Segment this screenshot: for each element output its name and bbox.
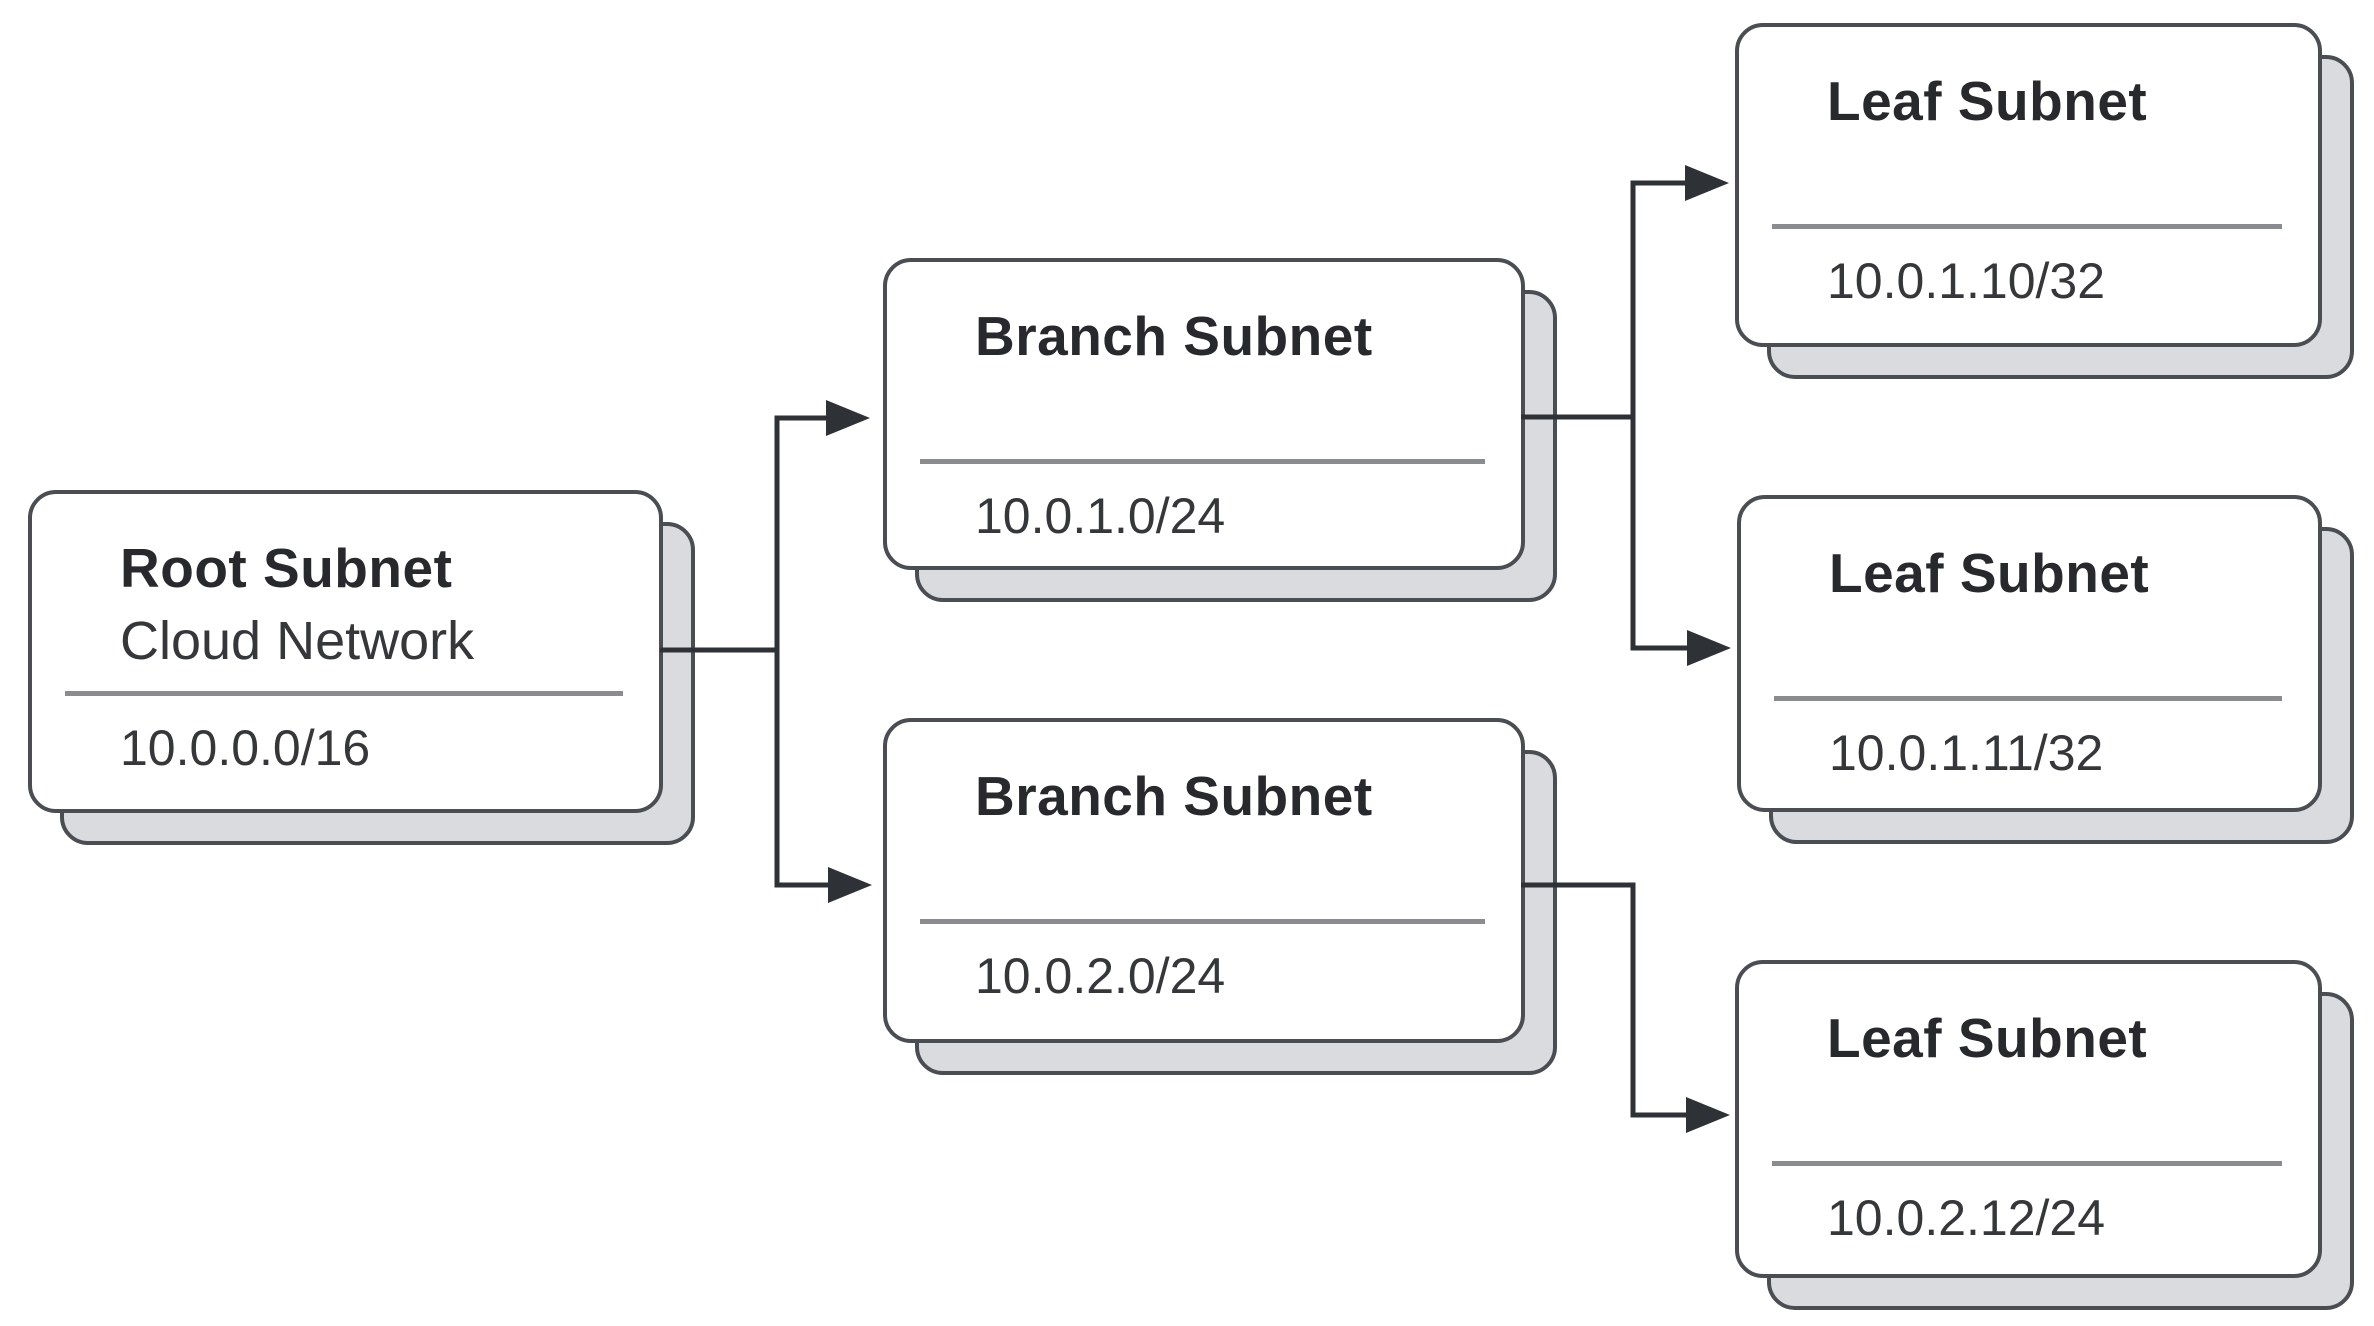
divider xyxy=(1772,224,2282,229)
divider xyxy=(920,919,1485,924)
divider xyxy=(1772,1161,2282,1166)
node-cidr: 10.0.1.11/32 xyxy=(1829,725,2104,781)
node-title: Leaf Subnet xyxy=(1827,70,2148,132)
subnet-card: Leaf Subnet 10.0.1.10/32 xyxy=(1735,23,2322,347)
subnet-card: Branch Subnet 10.0.2.0/24 xyxy=(883,718,1525,1043)
subnet-card: Leaf Subnet 10.0.2.12/24 xyxy=(1735,960,2322,1278)
node-root-subnet: Root Subnet Cloud Network 10.0.0.0/16 xyxy=(28,490,695,845)
node-title: Branch Subnet xyxy=(975,305,1373,367)
node-branch-subnet-1: Branch Subnet 10.0.1.0/24 xyxy=(883,258,1557,602)
divider xyxy=(65,691,623,696)
node-leaf-subnet-1: Leaf Subnet 10.0.1.10/32 xyxy=(1735,23,2354,379)
arrowhead-to-leaf2-icon xyxy=(1687,630,1731,666)
arrowhead-to-branch1-icon xyxy=(826,400,870,436)
node-title: Leaf Subnet xyxy=(1827,1007,2148,1069)
node-cidr: 10.0.0.0/16 xyxy=(120,720,371,776)
node-title: Branch Subnet xyxy=(975,765,1373,827)
divider xyxy=(920,459,1485,464)
node-cidr: 10.0.1.0/24 xyxy=(975,488,1226,544)
node-subtitle: Cloud Network xyxy=(120,611,475,671)
arrowhead-to-branch2-icon xyxy=(828,867,872,903)
edge-root-fork xyxy=(774,415,830,888)
node-title: Leaf Subnet xyxy=(1829,542,2150,604)
subnet-card: Branch Subnet 10.0.1.0/24 xyxy=(883,258,1525,570)
node-cidr: 10.0.2.0/24 xyxy=(975,948,1226,1004)
arrowhead-to-leaf3-icon xyxy=(1686,1097,1730,1133)
node-cidr: 10.0.1.10/32 xyxy=(1827,253,2106,309)
node-leaf-subnet-3: Leaf Subnet 10.0.2.12/24 xyxy=(1735,960,2354,1310)
subnet-card: Root Subnet Cloud Network 10.0.0.0/16 xyxy=(28,490,663,813)
node-leaf-subnet-2: Leaf Subnet 10.0.1.11/32 xyxy=(1737,495,2354,844)
node-title: Root Subnet xyxy=(120,537,453,599)
divider xyxy=(1774,696,2282,701)
subnet-card: Leaf Subnet 10.0.1.11/32 xyxy=(1737,495,2322,812)
arrowhead-to-leaf1-icon xyxy=(1685,165,1729,201)
node-cidr: 10.0.2.12/24 xyxy=(1827,1190,2106,1246)
edge-branch1-fork xyxy=(1630,180,1689,651)
node-branch-subnet-2: Branch Subnet 10.0.2.0/24 xyxy=(883,718,1557,1075)
